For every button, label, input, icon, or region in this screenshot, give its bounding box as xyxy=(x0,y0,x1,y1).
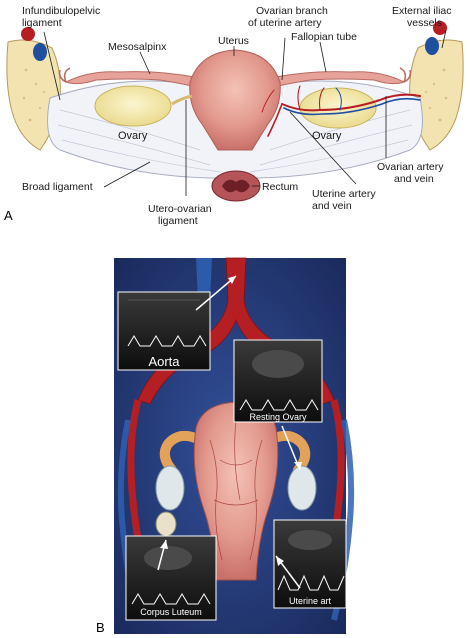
caption-uterine-art: Uterine art xyxy=(289,596,332,606)
us-inset-aorta: Aorta xyxy=(117,291,211,371)
left-ovary xyxy=(94,85,172,127)
right-vessels xyxy=(261,85,421,137)
right-ovary xyxy=(299,87,377,129)
label-external-iliac: External iliac vessels xyxy=(392,5,454,29)
ovary-left-b xyxy=(155,465,185,511)
caption-resting-ovary: Resting Ovary xyxy=(249,412,307,422)
caption-corpus-luteum: Corpus Luteum xyxy=(140,607,202,617)
right-iliac-vein xyxy=(425,37,439,55)
label-ovarian-branch: Ovarian branch of uterine artery xyxy=(248,5,331,29)
label-fallopian-tube: Fallopian tube xyxy=(291,31,357,43)
label-rectum: Rectum xyxy=(262,181,298,193)
label-uterine-artery-vein: Uterine artery and vein xyxy=(312,188,379,212)
caption-aorta: Aorta xyxy=(148,354,180,369)
leader-lines xyxy=(43,29,447,196)
vena-cava xyxy=(196,258,212,300)
right-iliac-artery xyxy=(433,21,447,35)
label-uterus: Uterus xyxy=(218,35,249,47)
label-broad-ligament: Broad ligament xyxy=(22,181,93,193)
left-iliac-vein xyxy=(33,43,47,61)
panel-a-letter: A xyxy=(4,208,13,223)
us-inset-uterine-art: Uterine art xyxy=(273,519,347,609)
arrow-aorta xyxy=(195,275,237,311)
label-ovary-right: Ovary xyxy=(312,130,342,142)
panel-b-letter: B xyxy=(96,620,105,635)
left-iliac-artery xyxy=(21,27,35,41)
corpus-luteum-body xyxy=(155,511,177,537)
panel-a: Infundibulopelvic ligament Ovarian branc… xyxy=(4,5,464,227)
us-inset-resting-ovary: Resting Ovary xyxy=(233,339,323,423)
uterus xyxy=(189,49,281,151)
us-inset-corpus-luteum: Corpus Luteum xyxy=(125,535,217,621)
right-fallopian-tube xyxy=(269,71,406,89)
label-utero-ovarian: Utero-ovarian ligament xyxy=(148,203,215,227)
label-ovary-left: Ovary xyxy=(118,130,148,142)
label-infundibulopelvic: Infundibulopelvic ligament xyxy=(22,5,103,29)
label-mesosalpinx: Mesosalpinx xyxy=(108,41,167,53)
label-ovarian-artery-vein: Ovarian artery and vein xyxy=(377,161,446,185)
ovary-right-b xyxy=(287,465,317,511)
panel-b: Aorta Resting Ovary Corpus Luteum Uterin… xyxy=(96,257,355,635)
left-fallopian-tube xyxy=(64,71,201,89)
